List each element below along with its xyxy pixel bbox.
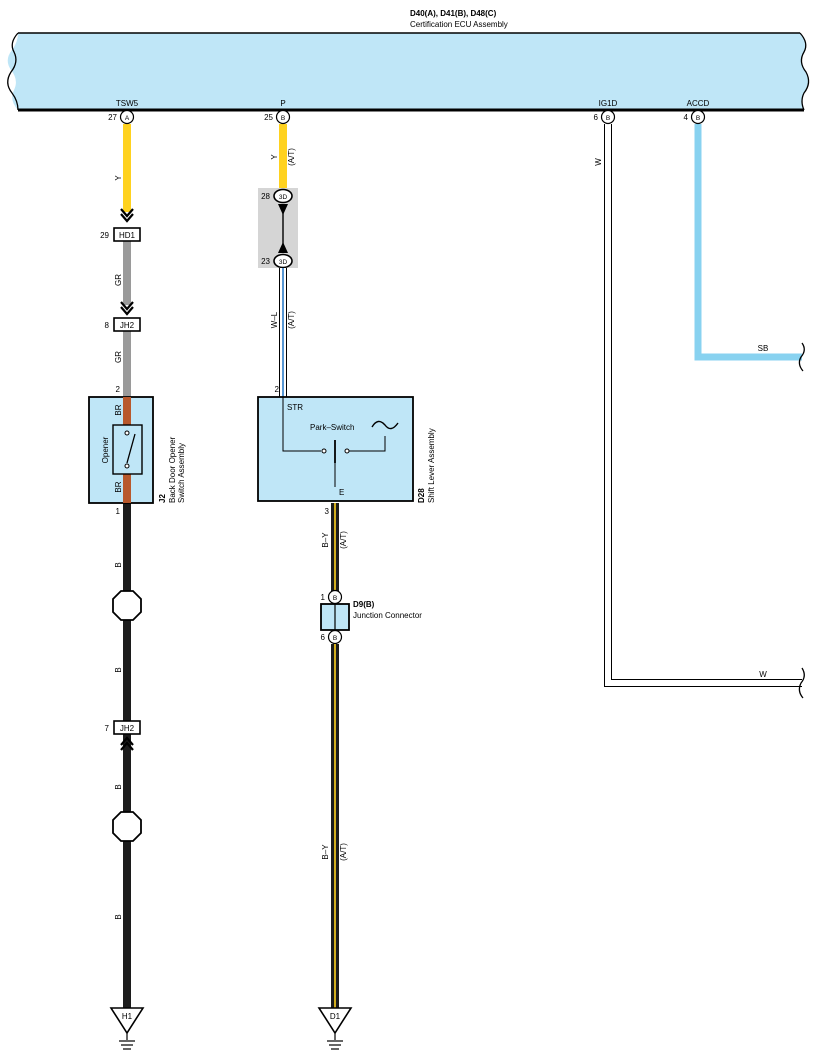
back-door-switch-name-1: Back Door Opener bbox=[168, 436, 177, 503]
park-switch-circuit bbox=[282, 397, 321, 452]
shift-lever-terminal-str: STR bbox=[287, 403, 303, 412]
connector-hd1 bbox=[113, 227, 141, 242]
wire-label-gr-lower: GR bbox=[114, 351, 123, 363]
ecu-pin-tsw5 bbox=[119, 109, 135, 125]
wire-label-sb: SB bbox=[758, 344, 769, 353]
shift-lever-pin-bottom: 3 bbox=[325, 507, 330, 516]
ecu-pin-connector-b: B bbox=[281, 115, 285, 122]
wire-label-b-4: B bbox=[114, 914, 123, 919]
ground-h1-label: H1 bbox=[122, 1012, 133, 1021]
ecu-pin-connector-b-accd: B bbox=[696, 115, 700, 122]
shift-lever-pin-top: 2 bbox=[275, 385, 280, 394]
wire-label-y: Y bbox=[114, 175, 123, 181]
opener-label: Opener bbox=[101, 436, 110, 463]
ground-d1-triangle bbox=[317, 1007, 353, 1035]
ecu-pin-p bbox=[275, 109, 291, 125]
junction-pin-6 bbox=[327, 629, 343, 645]
wire-label-w-vertical: W bbox=[594, 158, 603, 166]
connector-jh2-lower-label: JH2 bbox=[120, 724, 135, 733]
back-door-switch-pin-bottom: 1 bbox=[116, 507, 121, 516]
junction-pin-6-connector: B bbox=[333, 635, 337, 642]
connector-jh2-lower bbox=[113, 720, 141, 735]
ecu-pin-number-6: 6 bbox=[594, 113, 599, 122]
ecu-pin-number-25: 25 bbox=[264, 113, 273, 122]
junction-pin-1-number: 1 bbox=[321, 593, 326, 602]
junction-pin-6-number: 6 bbox=[321, 633, 326, 642]
ecu-pin-connector-a: A bbox=[125, 115, 130, 122]
wire-label-br-top: BR bbox=[114, 404, 123, 415]
connector-3d-upper-label: 3D bbox=[279, 194, 288, 201]
back-door-switch-name-2: Switch Assembly bbox=[177, 443, 186, 503]
shift-lever-code: D28 bbox=[417, 488, 426, 503]
wire-note-at-2: (A/T) bbox=[287, 311, 296, 329]
wire-w-ig1d bbox=[604, 124, 802, 687]
junction-connector-code: D9(B) bbox=[353, 600, 375, 609]
connector-chevron-up-icon bbox=[120, 736, 134, 746]
connector-chevron-icon bbox=[120, 208, 134, 218]
wire-label-b-3: B bbox=[114, 784, 123, 789]
junction-connector-name: Junction Connector bbox=[353, 611, 422, 620]
ecu-pin-number-27: 27 bbox=[108, 113, 117, 122]
shift-lever-name: Shift Lever Assembly bbox=[427, 428, 436, 503]
wire-label-b-y-upper: B–Y bbox=[321, 532, 330, 548]
wire-label-b-1: B bbox=[114, 562, 123, 567]
connector-hd1-pin: 29 bbox=[100, 231, 109, 240]
connector-jh2-upper bbox=[113, 317, 141, 332]
shift-lever-terminal-e: E bbox=[339, 488, 344, 497]
ecu-pin-connector-b-ig1d: B bbox=[606, 115, 610, 122]
terminal-name-p: P bbox=[280, 99, 285, 108]
junction-pin-1 bbox=[327, 589, 343, 605]
wire-note-at-1: (A/T) bbox=[287, 148, 296, 166]
splice-point-octagon bbox=[112, 811, 142, 842]
wire-label-gr-upper: GR bbox=[114, 274, 123, 286]
wire-label-w-l: W–L bbox=[270, 311, 279, 328]
wire-note-at-3: (A/T) bbox=[339, 531, 348, 549]
ecu-pin-accd bbox=[690, 109, 706, 125]
connector-3d-lower-pin: 23 bbox=[261, 257, 270, 266]
terminal-name-tsw5: TSW5 bbox=[116, 99, 139, 108]
wire-label-y-p: Y bbox=[270, 154, 279, 160]
connector-3d-upper bbox=[273, 188, 293, 204]
splice-arrow-up-icon bbox=[278, 242, 288, 253]
ecu-codes: D40(A), D41(B), D48(C) bbox=[410, 9, 497, 18]
wire-label-br-bottom: BR bbox=[114, 481, 123, 492]
connector-3d-lower-label: 3D bbox=[279, 259, 288, 266]
ecu-name: Certification ECU Assembly bbox=[410, 20, 508, 29]
ecu-pin-number-4: 4 bbox=[684, 113, 689, 122]
connector-jh2-upper-pin: 8 bbox=[105, 321, 110, 330]
connector-chevron-icon bbox=[120, 301, 134, 311]
connector-jh2-lower-pin: 7 bbox=[105, 724, 110, 733]
terminal-name-accd: ACCD bbox=[687, 99, 710, 108]
wire-sb-accd bbox=[694, 124, 802, 361]
terminal-name-ig1d: IG1D bbox=[599, 99, 618, 108]
ecu-pin-ig1d bbox=[600, 109, 616, 125]
connector-jh2-upper-label: JH2 bbox=[120, 321, 135, 330]
connector-3d-upper-pin: 28 bbox=[261, 192, 270, 201]
tilde-icon bbox=[371, 420, 399, 430]
splice-point-octagon bbox=[112, 590, 142, 621]
connector-3d-lower bbox=[273, 253, 293, 269]
ecu-assembly-box bbox=[7, 33, 809, 110]
wire-break-icon bbox=[798, 667, 805, 699]
wire-break-icon bbox=[798, 342, 805, 372]
wire-label-b-2: B bbox=[114, 667, 123, 672]
back-door-switch-code: J2 bbox=[158, 494, 167, 503]
splice-arrow-down-icon bbox=[278, 204, 288, 215]
connector-hd1-label: HD1 bbox=[119, 231, 136, 240]
wire-note-at-4: (A/T) bbox=[339, 843, 348, 861]
wire-label-w-horizontal: W bbox=[759, 670, 767, 679]
park-switch-label: Park–Switch bbox=[310, 423, 354, 432]
ground-d1-label: D1 bbox=[330, 1012, 341, 1021]
back-door-switch-pin-top: 2 bbox=[116, 385, 121, 394]
wire-label-b-y-lower: B–Y bbox=[321, 844, 330, 860]
junction-pin-1-connector: B bbox=[333, 595, 337, 602]
ground-h1-triangle bbox=[109, 1007, 145, 1035]
